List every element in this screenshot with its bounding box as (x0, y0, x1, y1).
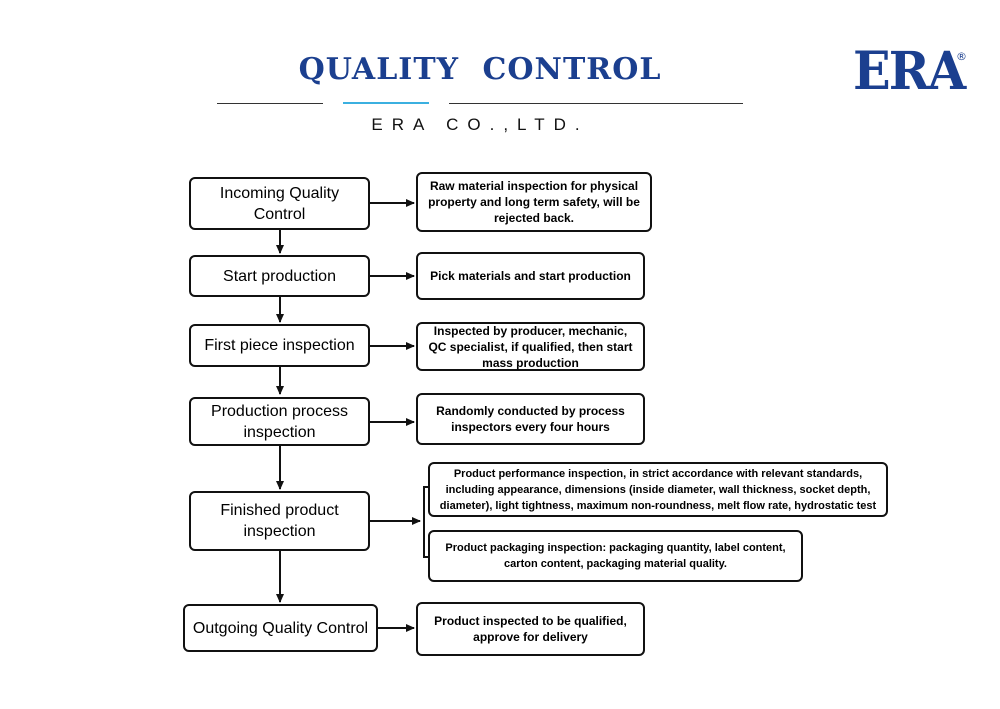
desc-text: Product performance inspection, in stric… (439, 467, 877, 512)
desc-first-piece-inspection: Inspected by producer, mechanic, QC spec… (416, 322, 645, 371)
era-logo: ERA (853, 41, 966, 102)
desc-product-packaging-inspection: Product packaging inspection: packaging … (428, 530, 803, 582)
step-label: Outgoing Quality Control (192, 619, 369, 637)
desc-outgoing-quality-control: Product inspected to be qualified, appro… (416, 602, 645, 656)
step-production-process-inspection: Production process inspection (189, 397, 370, 446)
company-name: ERA CO.,LTD. (371, 115, 589, 134)
desc-start-production: Pick materials and start production (416, 252, 645, 300)
step-label: Finished product inspection (220, 502, 339, 540)
page-title: QUALITY CONTROL (298, 52, 662, 87)
registered-mark: ® (956, 50, 967, 63)
desc-product-performance-inspection: Product performance inspection, in stric… (428, 462, 888, 517)
step-finished-product-inspection: Finished product inspection (189, 491, 370, 551)
step-label: Start production (223, 267, 336, 285)
step-first-piece-inspection: First piece inspection (189, 324, 370, 367)
desc-incoming-quality-control: Raw material inspection for physical pro… (416, 172, 652, 232)
step-label: Production process inspection (211, 402, 348, 441)
finished-product-bracket (423, 486, 428, 558)
desc-text: Inspected by producer, mechanic, QC spec… (428, 323, 633, 370)
desc-production-process-inspection: Randomly conducted by process inspectors… (416, 393, 645, 445)
desc-text: Pick materials and start production (430, 269, 631, 283)
step-label: Incoming Quality Control (219, 184, 340, 223)
title-rule-left (217, 103, 323, 104)
step-label: First piece inspection (204, 337, 355, 354)
title-rule-right (449, 103, 743, 104)
desc-text: Product inspected to be qualified, appro… (434, 614, 627, 644)
step-incoming-quality-control: Incoming Quality Control (189, 177, 370, 230)
desc-text: Product packaging inspection: packaging … (445, 542, 786, 570)
desc-text: Randomly conducted by process inspectors… (436, 404, 625, 434)
step-start-production: Start production (189, 255, 370, 297)
desc-text: Raw material inspection for physical pro… (428, 179, 640, 225)
step-outgoing-quality-control: Outgoing Quality Control (183, 604, 378, 652)
title-rule-accent (343, 102, 429, 104)
